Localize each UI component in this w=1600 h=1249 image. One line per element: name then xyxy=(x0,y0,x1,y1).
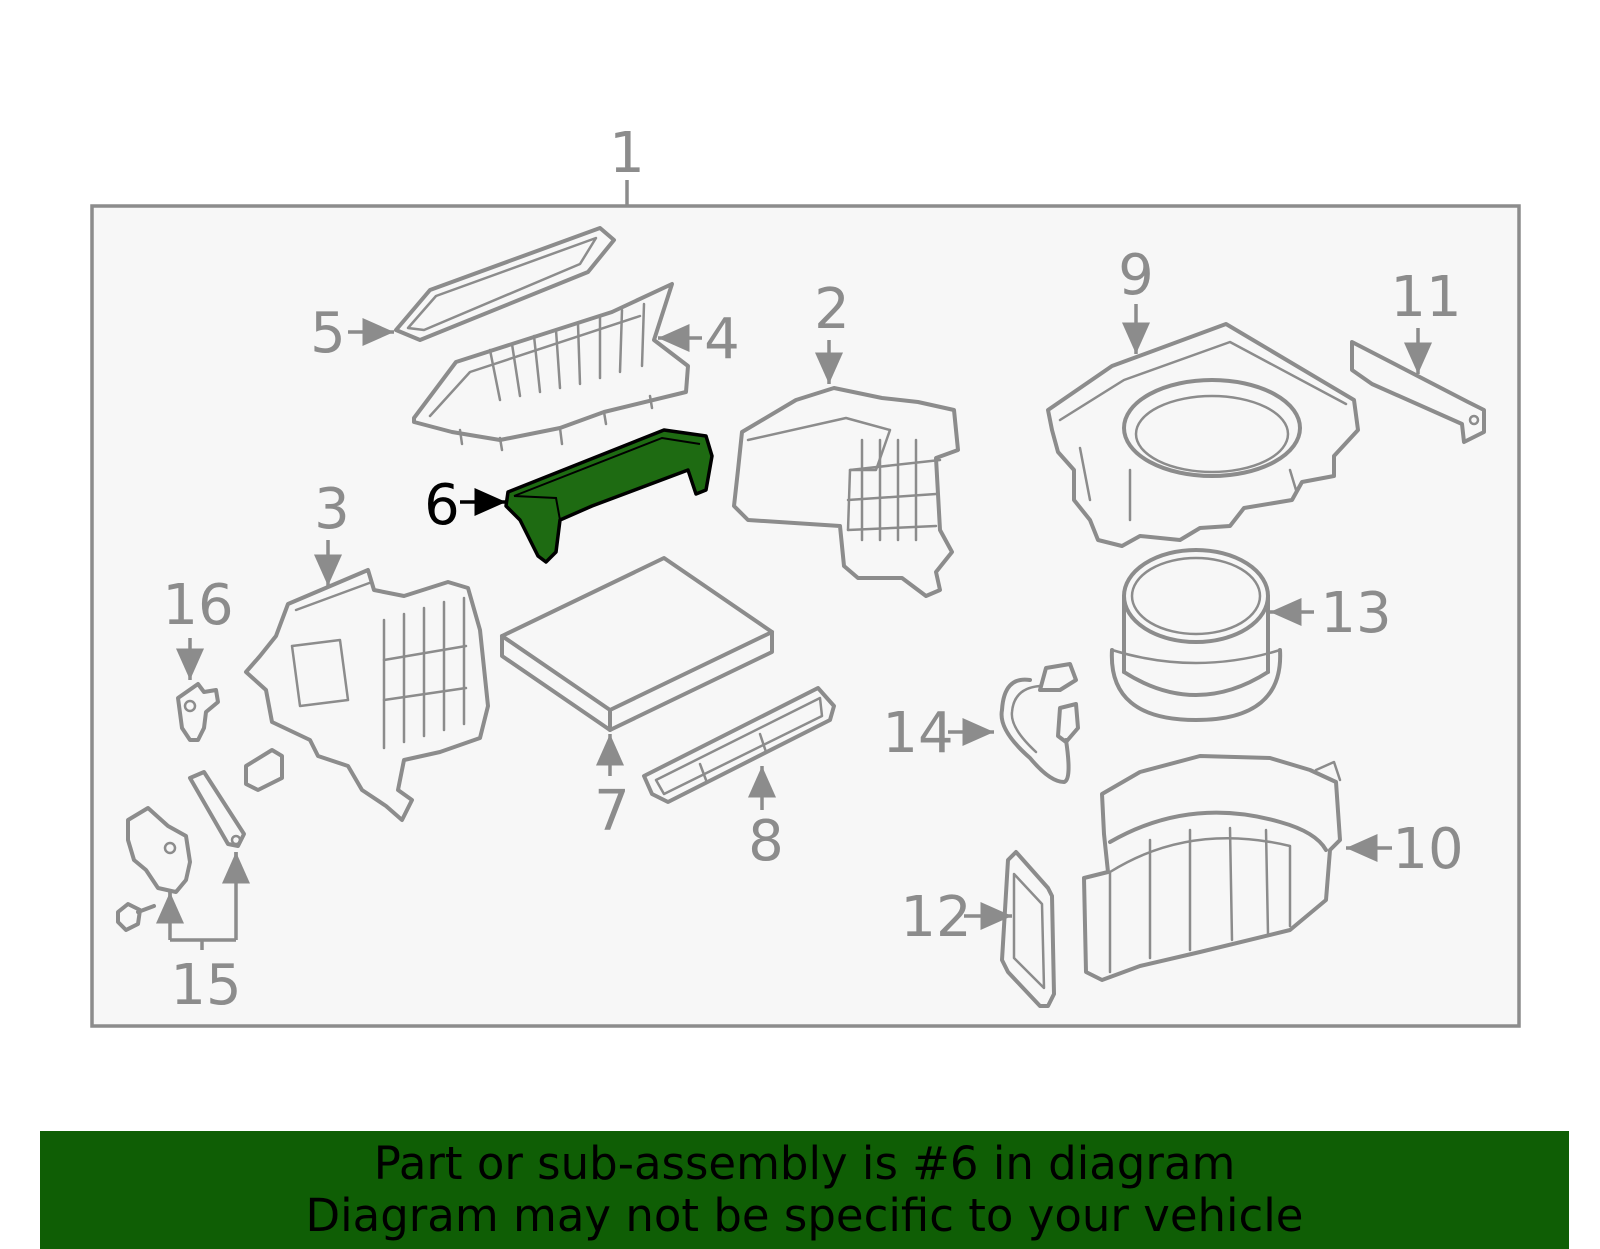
callout-1: 1 xyxy=(609,121,645,186)
part-12-gasket xyxy=(1000,850,1056,1008)
part-7-filter xyxy=(500,556,774,732)
callout-3: 3 xyxy=(314,477,350,542)
callout-10: 10 xyxy=(1392,817,1463,882)
callout-15: 15 xyxy=(170,953,241,1018)
part-11-bracket xyxy=(1350,340,1486,444)
part-8-filter-cover xyxy=(642,686,836,804)
callout-11: 11 xyxy=(1390,265,1461,330)
callout-14: 14 xyxy=(882,701,953,766)
part-2-case-section xyxy=(732,386,960,598)
callout-12: 12 xyxy=(900,885,971,950)
callout-6: 6 xyxy=(424,473,460,538)
callout-9: 9 xyxy=(1118,243,1154,308)
callout-13: 13 xyxy=(1320,581,1391,646)
banner-line-1: Part or sub-assembly is #6 in diagram xyxy=(373,1137,1236,1190)
part-15-actuator xyxy=(116,770,246,932)
part-13-blower-motor xyxy=(1109,548,1283,722)
part-14-harness xyxy=(999,662,1080,784)
info-banner: Part or sub-assembly is #6 in diagram Di… xyxy=(40,1131,1569,1249)
part-9-blower-upper-case xyxy=(1046,322,1360,548)
callout-7: 7 xyxy=(594,779,630,844)
callout-5: 5 xyxy=(310,301,346,366)
assembly-frame xyxy=(90,204,1521,1028)
banner-line-2: Diagram may not be specific to your vehi… xyxy=(305,1189,1304,1242)
part-3-case-section xyxy=(244,568,490,822)
clip-part xyxy=(244,748,284,792)
part-5-seal xyxy=(394,226,616,342)
part-16-sensor xyxy=(176,682,220,742)
callout-2: 2 xyxy=(814,277,850,342)
callout-16: 16 xyxy=(162,573,233,638)
callout-4: 4 xyxy=(704,307,740,372)
part-4-upper-case xyxy=(412,282,690,452)
part-6-duct-highlighted xyxy=(504,428,714,564)
part-10-blower-lower-case xyxy=(1082,754,1342,982)
callout-8: 8 xyxy=(748,809,784,874)
